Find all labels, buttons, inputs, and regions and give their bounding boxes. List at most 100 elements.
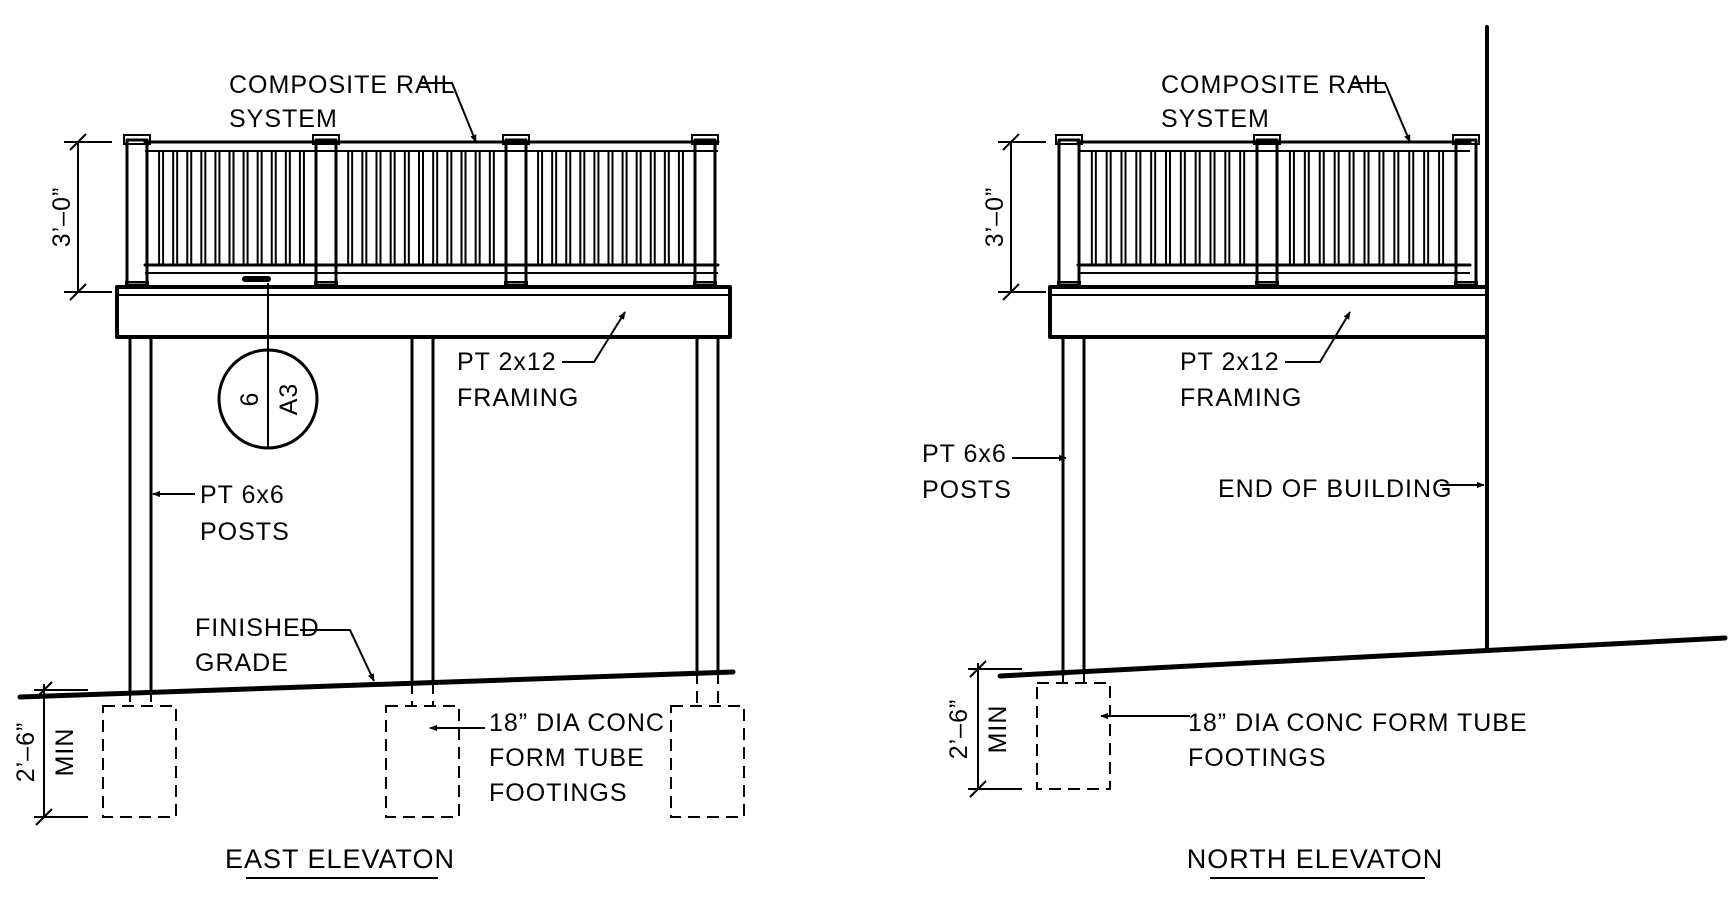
east-grade-callout: FINISHED GRADE [195, 614, 375, 682]
north-post-cap [1055, 134, 1083, 145]
detail-number: 6 [236, 392, 264, 407]
east-grade-label-line1: FINISHED [195, 614, 320, 642]
north-footing-label-line1: 18” DIA CONC FORM TUBE [1188, 709, 1528, 737]
north-rail-height-dimension: 3’–0” [981, 133, 1046, 301]
north-baluster [1333, 150, 1340, 266]
north-baluster [1224, 150, 1231, 266]
east-baluster [242, 150, 249, 266]
east-rail-post [125, 138, 149, 287]
east-elevation-title: EAST ELEVATON [225, 844, 455, 874]
east-baluster [347, 150, 354, 266]
east-baluster [389, 150, 396, 266]
north-post-cap [1253, 134, 1281, 145]
north-rail-post [1454, 138, 1478, 287]
east-baluster [228, 150, 235, 266]
east-rail-height-text: 3’–0” [48, 187, 76, 248]
north-baluster [1135, 150, 1142, 266]
east-rail-height-dimension: 3’–0” [48, 133, 112, 301]
north-concrete-footing [1036, 673, 1111, 790]
east-depth-text: 2’–6” [12, 722, 40, 783]
east-concrete-footings [102, 672, 745, 818]
north-building-callout: END OF BUILDING [1218, 475, 1485, 503]
north-depth-text: 2’–6” [945, 699, 973, 760]
east-baluster [256, 150, 263, 266]
east-posts-label-line2: POSTS [200, 518, 290, 546]
north-rail-label-line2: SYSTEM [1161, 105, 1270, 133]
north-rim-joist [1048, 285, 1489, 339]
north-baluster [1438, 150, 1445, 266]
east-rim-joist [115, 285, 732, 339]
north-baluster [1378, 150, 1385, 266]
north-baluster [1209, 150, 1216, 266]
east-baluster [418, 150, 424, 266]
east-baluster [607, 150, 614, 266]
north-posts-callout: PT 6x6 POSTS [922, 440, 1067, 504]
east-baluster [432, 150, 439, 266]
east-baluster [649, 150, 656, 266]
north-footing-depth-dimension: 2’–6” MIN [945, 660, 1022, 798]
north-rail-callout: COMPOSITE RAIL SYSTEM [1161, 71, 1411, 143]
east-footing-label-line2: FORM TUBE [489, 744, 645, 772]
east-rail-callout: COMPOSITE RAIL SYSTEM [229, 71, 477, 143]
east-posts-callout: PT 6x6 POSTS [152, 481, 290, 546]
north-baluster [1120, 150, 1127, 266]
east-baluster [361, 150, 368, 266]
east-baluster [635, 150, 642, 266]
north-rail-post [1057, 138, 1081, 287]
detail-sheet: A3 [275, 383, 303, 416]
north-baluster [1194, 150, 1201, 266]
east-post-cap [312, 134, 340, 145]
north-footing-label-line2: FOOTINGS [1188, 744, 1327, 772]
east-framing-label-line1: PT 2x12 [457, 348, 557, 376]
north-elevation: COMPOSITE RAIL SYSTEM 3’–0” PT 2x12 FRAM… [922, 25, 1728, 879]
east-baluster [298, 150, 305, 266]
north-baluster [1165, 150, 1171, 266]
east-depth-note: MIN [51, 728, 79, 777]
east-support-posts [128, 335, 720, 692]
east-baluster [375, 150, 382, 266]
north-rail-height-text: 3’–0” [981, 187, 1009, 248]
east-baluster [677, 150, 684, 266]
north-balusters [1090, 150, 1445, 266]
east-baluster [551, 150, 558, 266]
north-baluster [1288, 150, 1295, 266]
north-depth-note: MIN [984, 705, 1012, 754]
east-finished-grade-line [17, 669, 736, 700]
north-baluster [1239, 150, 1246, 266]
north-baluster [1423, 150, 1430, 266]
north-baluster [1303, 150, 1310, 266]
north-baluster [1090, 150, 1097, 266]
north-elevation-title: NORTH ELEVATON [1187, 844, 1444, 874]
east-posts-label-line1: PT 6x6 [200, 481, 285, 509]
north-baluster [1150, 150, 1157, 266]
north-rail-label-line1: COMPOSITE RAIL [1161, 71, 1388, 99]
east-baluster [537, 150, 544, 266]
east-baluster [214, 150, 221, 266]
north-baluster [1408, 150, 1415, 266]
east-baluster [403, 150, 410, 266]
east-elevation: 6 A3 COMPOSITE RAIL SYSTEM 3’–0” PT 2x12… [12, 71, 745, 879]
east-footing-depth-dimension: 2’–6” MIN [12, 681, 88, 826]
east-baluster [579, 150, 586, 266]
east-baluster [284, 150, 291, 266]
north-support-post [1061, 335, 1086, 677]
east-detail-callout: 6 A3 [217, 276, 319, 450]
north-framing-callout: PT 2x12 FRAMING [1180, 311, 1351, 412]
east-post-cap [123, 134, 151, 145]
east-post-cap [691, 134, 719, 145]
east-baluster [172, 150, 179, 266]
east-baluster [663, 150, 670, 266]
east-rail-post [693, 138, 717, 287]
east-rail-post [504, 138, 528, 287]
north-baluster [1179, 150, 1186, 266]
north-rail-post [1255, 138, 1279, 287]
east-composite-railing [123, 134, 720, 288]
north-building-label: END OF BUILDING [1218, 475, 1452, 503]
east-baluster [186, 150, 193, 266]
east-baluster [621, 150, 628, 266]
east-baluster [270, 150, 277, 266]
north-framing-label-line1: PT 2x12 [1180, 348, 1280, 376]
east-baluster [460, 150, 467, 266]
north-framing-label-line2: FRAMING [1180, 384, 1302, 412]
